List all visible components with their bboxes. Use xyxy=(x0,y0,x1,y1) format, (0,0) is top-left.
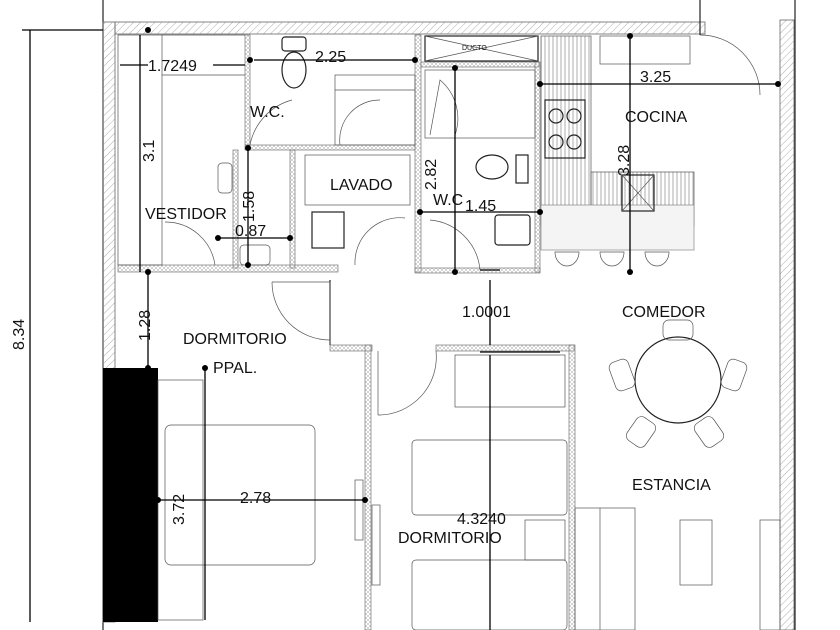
dim-ppal-width: 2.78 xyxy=(240,490,271,507)
label-vestidor: VESTIDOR xyxy=(145,206,227,223)
lavado-fixtures xyxy=(239,154,411,266)
dormitorio-furniture xyxy=(371,350,568,630)
label-wc-2: W.C xyxy=(433,192,463,209)
dim-hall-height: 1.28 xyxy=(137,310,154,341)
dim-wc2-width: 1.45 xyxy=(465,198,496,215)
dim-door-gap: 1.0001 xyxy=(462,304,511,321)
wc-1-fixtures xyxy=(249,36,416,146)
label-wc-1: W.C. xyxy=(250,104,285,121)
ducto-shaft xyxy=(424,35,539,62)
label-lavado: LAVADO xyxy=(330,177,393,194)
label-cocina: COCINA xyxy=(625,109,688,126)
dim-ppal-height: 3.72 xyxy=(171,494,188,525)
living-furniture xyxy=(574,507,781,630)
label-comedor: COMEDOR xyxy=(622,304,706,321)
dim-closet-height: 1.58 xyxy=(241,191,258,222)
dining-table xyxy=(608,319,748,448)
label-dormitorio-ppal-2: PPAL. xyxy=(213,360,257,377)
dim-dormitorio-height: 4.3240 xyxy=(457,511,506,528)
closet-block xyxy=(103,368,158,622)
dim-cocina-height: 3.28 xyxy=(616,145,633,176)
dim-closet-width: 0.87 xyxy=(235,223,266,240)
dim-vestidor-height: 3.1 xyxy=(141,140,158,162)
label-dormitorio: DORMITORIO xyxy=(398,530,502,547)
kitchen-counter xyxy=(540,34,761,267)
dim-vestidor-width: 1.7249 xyxy=(148,58,197,75)
dim-wc-width: 2.25 xyxy=(315,49,346,66)
interior-walls xyxy=(117,34,576,630)
wc-2-fixtures xyxy=(424,69,536,271)
dim-cocina-width: 3.25 xyxy=(640,69,671,86)
label-estancia: ESTANCIA xyxy=(632,477,711,494)
dim-total-height: 8.34 xyxy=(11,319,28,350)
dim-wc2-height: 2.82 xyxy=(423,159,440,190)
label-ducto: DUCTO xyxy=(462,45,487,52)
dimension-lines xyxy=(22,27,781,630)
label-dormitorio-ppal: DORMITORIO xyxy=(183,331,287,348)
